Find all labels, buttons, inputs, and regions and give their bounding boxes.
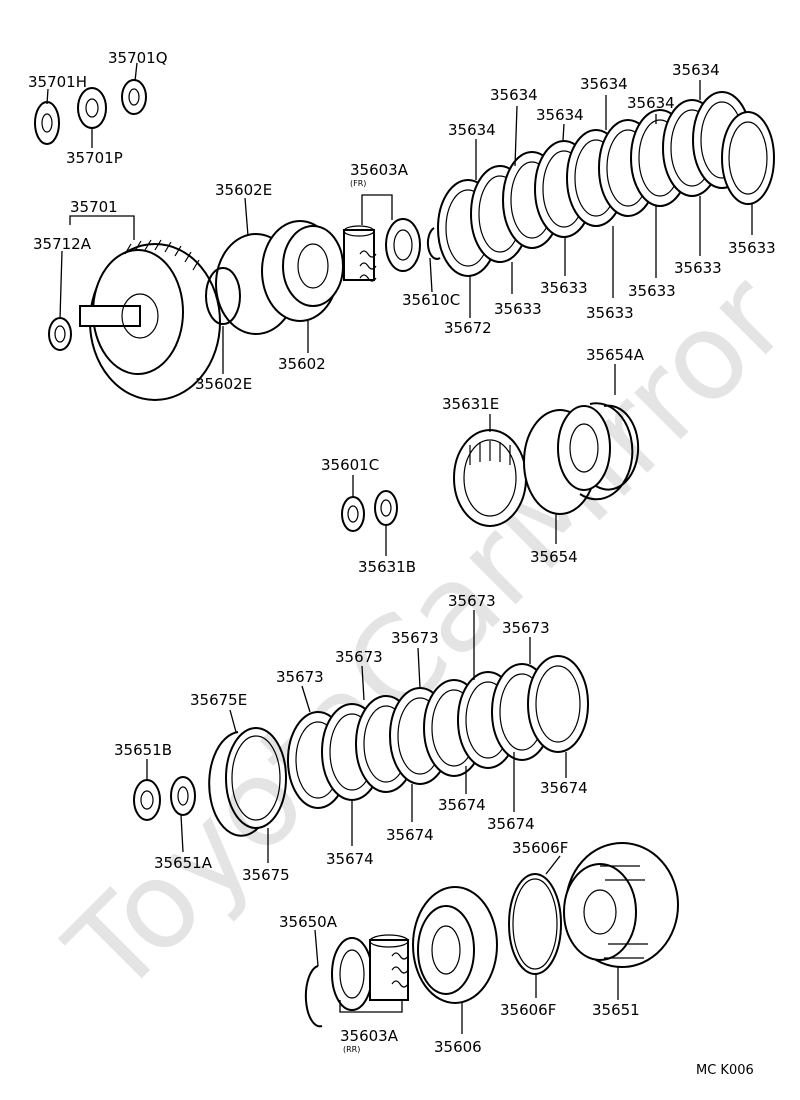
label-35634-5: 35634	[627, 94, 675, 112]
bearing-race-35601C	[341, 496, 365, 532]
label-35633-5: 35633	[674, 259, 722, 277]
label-35674-3: 35674	[438, 796, 486, 814]
label-35634-1: 35634	[448, 121, 496, 139]
clutch-plate-35674-4	[527, 655, 589, 753]
label-35654: 35654	[530, 548, 578, 566]
label-35601C: 35601C	[321, 456, 379, 474]
diagram-code: MC K006	[696, 1063, 754, 1078]
label-35701P: 35701P	[66, 149, 123, 167]
spring-retainer-35603A-fr	[343, 225, 377, 282]
label-35650A: 35650A	[279, 913, 338, 931]
label-35651B: 35651B	[114, 741, 172, 759]
snap-ring-35675E	[208, 731, 259, 837]
clutch-hub-35654	[523, 405, 611, 515]
label-35674-5: 35674	[540, 779, 588, 797]
snap-ring-35650A	[304, 965, 323, 1028]
spring-retainer-35603A-rr	[369, 934, 409, 1001]
label-35651: 35651	[592, 1001, 640, 1019]
washer-35701Q	[121, 79, 147, 115]
label-35634-2: 35634	[490, 86, 538, 104]
label-35673-3: 35673	[391, 629, 439, 647]
label-35712A: 35712A	[33, 235, 92, 253]
snap-ring-35610C	[426, 227, 441, 260]
label-35701: 35701	[70, 198, 118, 216]
snap-ring-35654A	[579, 402, 640, 501]
one-way-clutch-35631E	[453, 429, 527, 527]
thrust-bearing-35631B	[374, 490, 398, 526]
bushing-35712A	[48, 317, 72, 351]
label-35634-4: 35634	[580, 75, 628, 93]
thrust-bearing-35651B	[133, 779, 161, 821]
label-35602E-top: 35602E	[215, 181, 272, 199]
label-35603A-rr: 35603A	[340, 1027, 399, 1045]
piston-35602	[261, 220, 344, 322]
o-ring-35606F	[508, 873, 562, 975]
label-35606F-bottom: 35606F	[500, 1001, 556, 1019]
label-35651A: 35651A	[154, 854, 213, 872]
label-35602: 35602	[278, 355, 326, 373]
label-35631B: 35631B	[358, 558, 416, 576]
leader-lines	[46, 62, 753, 1034]
label-35674-2: 35674	[386, 826, 434, 844]
label-35633-1: 35633	[494, 300, 542, 318]
label-35673-5: 35673	[502, 619, 550, 637]
label-35675: 35675	[242, 866, 290, 884]
label-35633-2: 35633	[540, 279, 588, 297]
washer-35701P	[77, 87, 107, 129]
label-35675E: 35675E	[190, 691, 247, 709]
o-ring-35602E-small	[205, 267, 241, 325]
input-shaft-drum-35701	[79, 239, 221, 401]
label-35701Q: 35701Q	[108, 49, 168, 67]
label-35606F-top: 35606F	[512, 839, 568, 857]
label-35673-4: 35673	[448, 592, 496, 610]
label-35672: 35672	[444, 319, 492, 337]
flange-35675	[225, 727, 287, 829]
label-35674-1: 35674	[326, 850, 374, 868]
label-35673-1: 35673	[276, 668, 324, 686]
label-35673-2: 35673	[335, 648, 383, 666]
label-35633-6: 35633	[728, 239, 776, 257]
spring-seat-35603A	[385, 218, 421, 272]
label-35603A-rr-sub: (RR)	[343, 1045, 360, 1054]
label-35631E: 35631E	[442, 395, 499, 413]
label-35674-4: 35674	[487, 815, 535, 833]
thrust-bearing-35701H	[34, 101, 60, 145]
label-35634-6: 35634	[672, 61, 720, 79]
label-35603A-fr-sub: (FR)	[350, 179, 366, 188]
label-35606: 35606	[434, 1038, 482, 1056]
label-35602E-bottom: 35602E	[195, 375, 252, 393]
label-35603A-fr: 35603A	[350, 161, 409, 179]
label-35610C: 35610C	[402, 291, 460, 309]
label-35633-4: 35633	[628, 282, 676, 300]
label-35634-3: 35634	[536, 106, 584, 124]
washer-35651A	[170, 776, 196, 816]
label-35654A: 35654A	[586, 346, 645, 364]
label-35633-3: 35633	[586, 304, 634, 322]
clutch-drum-35651	[563, 842, 679, 968]
label-35701H: 35701H	[28, 73, 87, 91]
spring-seat-35603A-rr	[331, 937, 373, 1011]
piston-35606	[412, 886, 498, 1004]
part-labels: 35701Q 35701H 35701P 35701 35712A 35602E…	[28, 49, 776, 1078]
clutch-plate-35633-5	[721, 111, 775, 205]
